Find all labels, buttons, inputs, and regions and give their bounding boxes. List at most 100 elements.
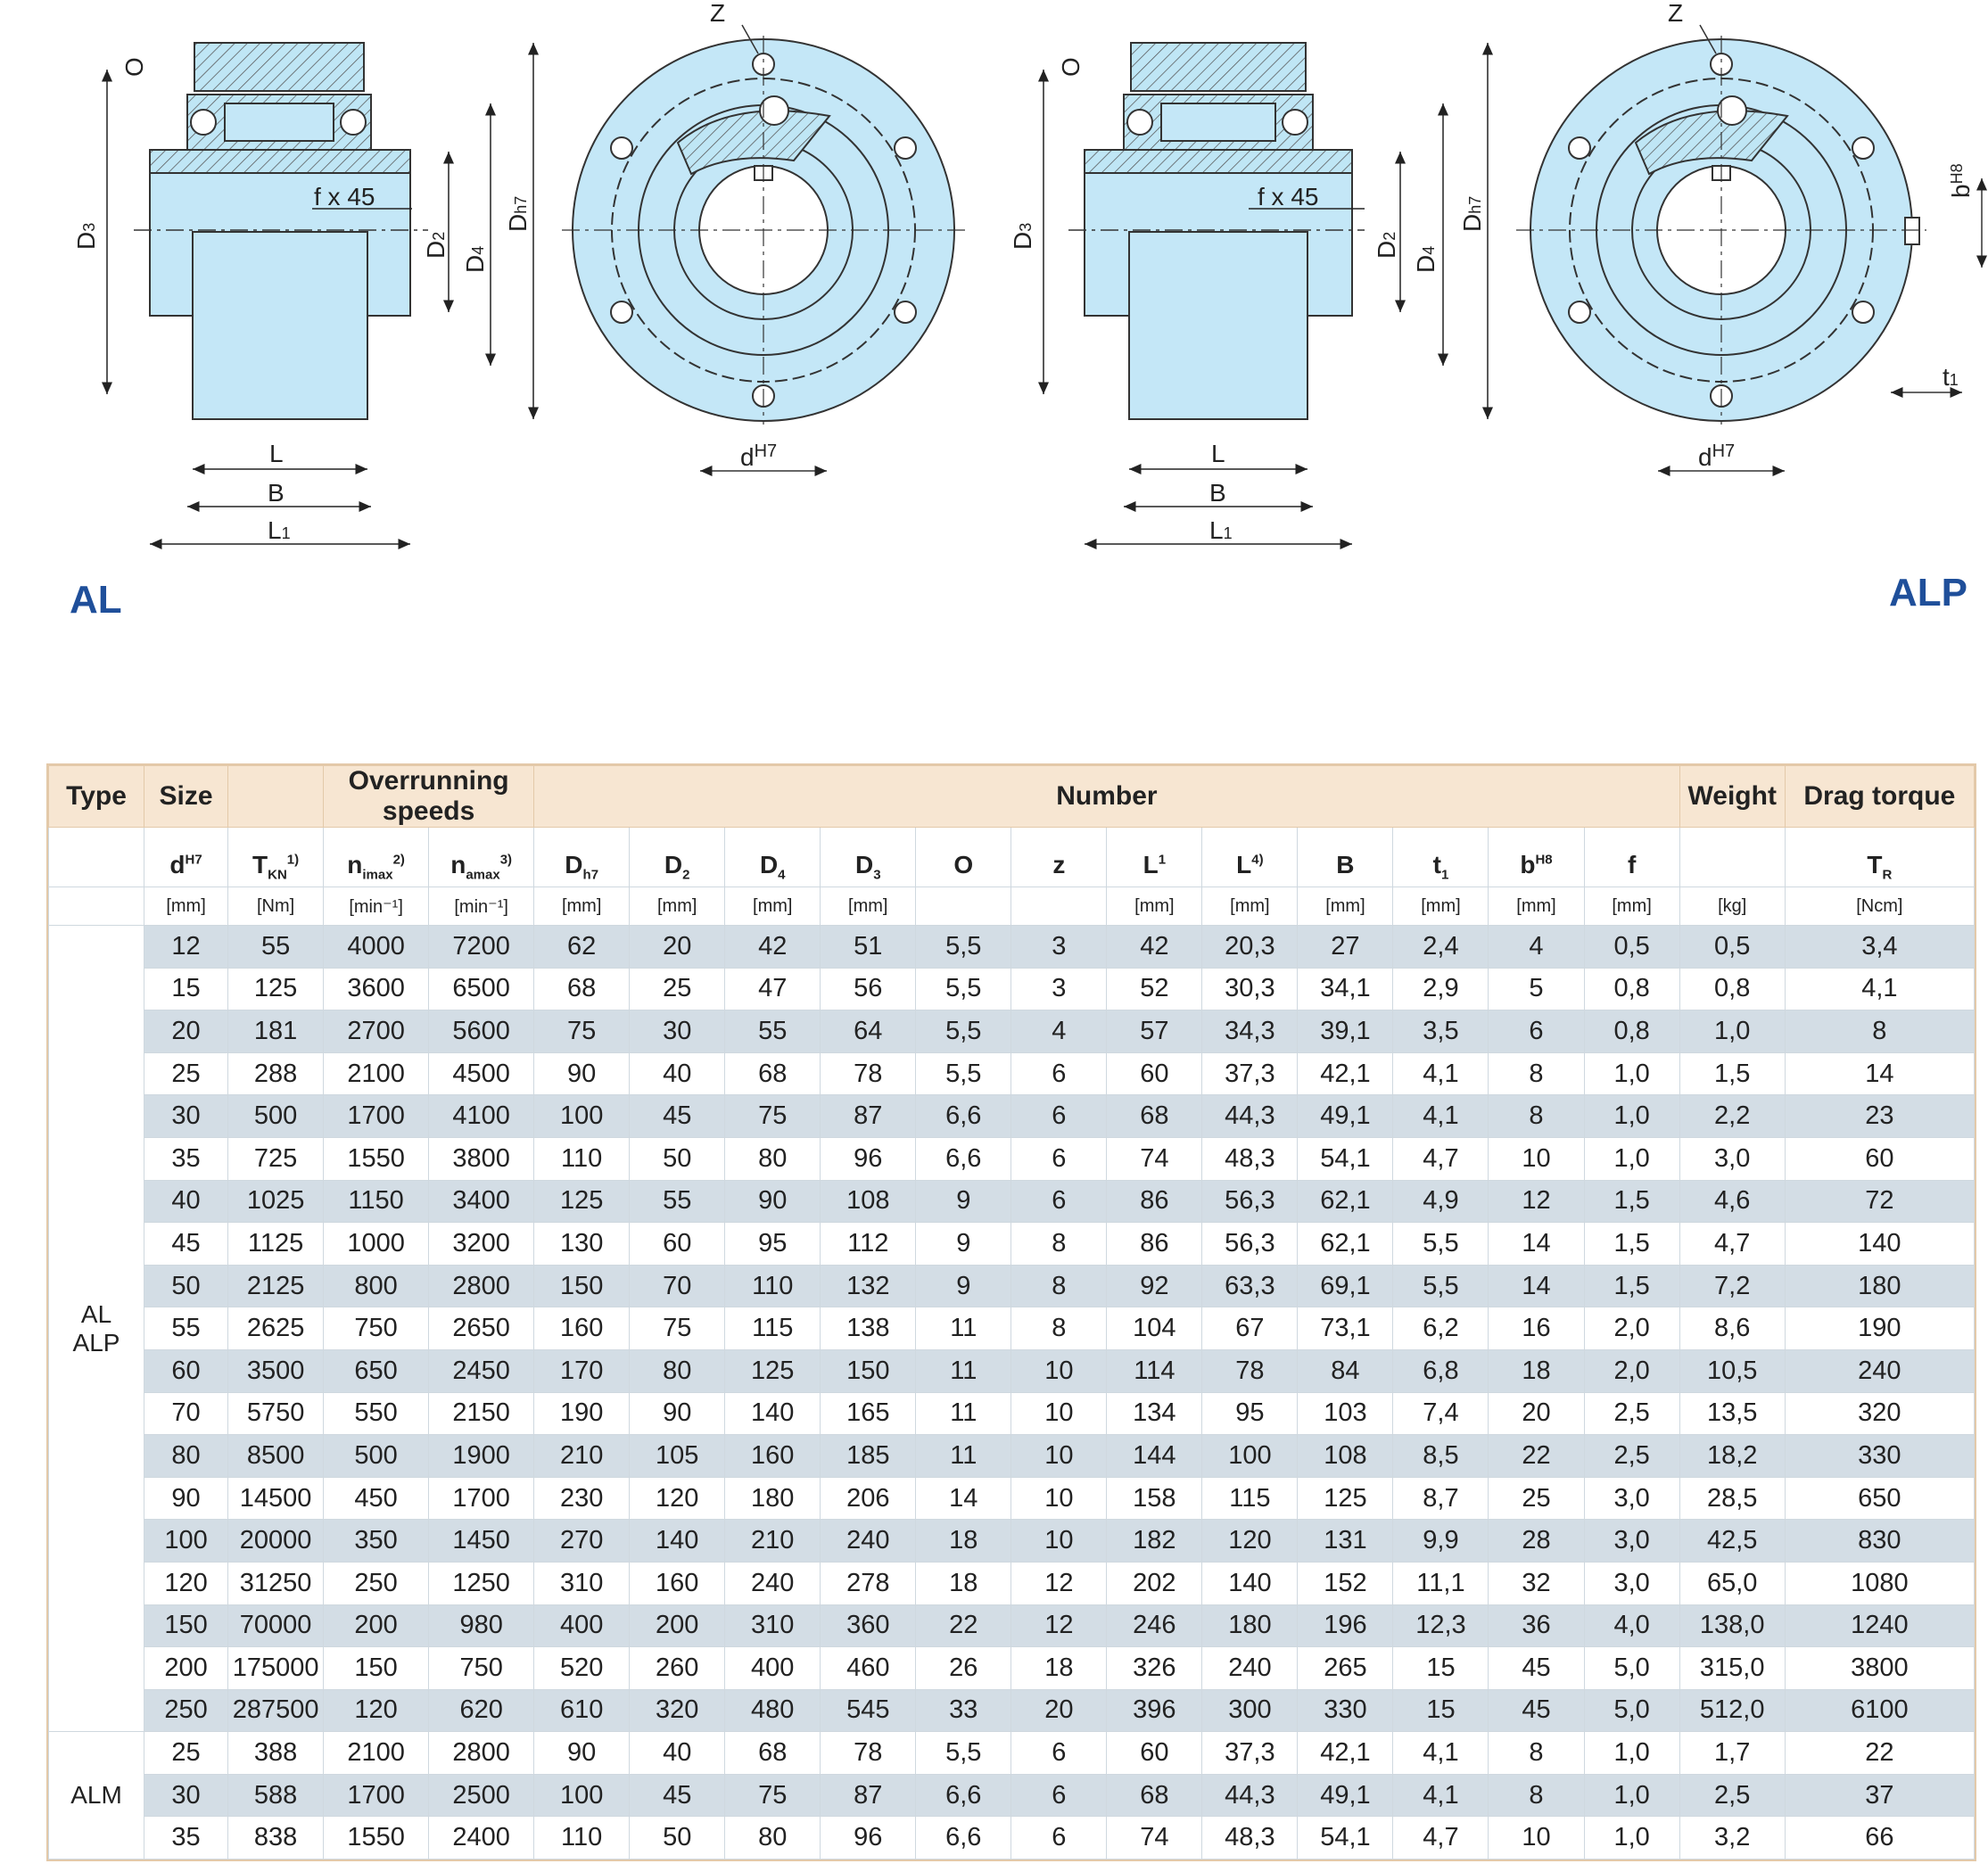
table-cell: 125 xyxy=(1297,1476,1394,1521)
table-cell: 86 xyxy=(1106,1179,1203,1224)
svg-text:D2: D2 xyxy=(422,232,450,259)
table-cell: 160 xyxy=(629,1561,726,1605)
table-cell: 8 xyxy=(1488,1094,1585,1138)
table-cell: 310 xyxy=(724,1604,821,1648)
table-cell: 42 xyxy=(724,925,821,969)
table-cell: 2150 xyxy=(428,1391,535,1436)
table-cell: 150 xyxy=(533,1264,631,1308)
specification-table: Type Size Overrunning speeds Number Weig… xyxy=(46,763,1976,1862)
table-cell: 62,1 xyxy=(1297,1179,1394,1224)
table-cell: 158 xyxy=(1106,1476,1203,1521)
table-cell: 25 xyxy=(1488,1476,1585,1521)
table-cell: 200 xyxy=(323,1604,430,1648)
table-cell: 45 xyxy=(1488,1646,1585,1690)
table-cell: 196 xyxy=(1297,1604,1394,1648)
table-cell: 8 xyxy=(1010,1307,1108,1350)
table-cell: 4,0 xyxy=(1583,1604,1680,1648)
table-cell: 2125 xyxy=(227,1264,325,1308)
table-cell: 90 xyxy=(144,1476,229,1521)
table-cell: 55 xyxy=(724,1010,821,1053)
table-cell: 5,5 xyxy=(915,1731,1012,1775)
table-cell: 1025 xyxy=(227,1179,325,1224)
table-cell: 56,3 xyxy=(1201,1179,1299,1224)
table-cell: 131 xyxy=(1297,1519,1394,1563)
table-cell: 100 xyxy=(144,1519,229,1563)
table-cell: 22 xyxy=(1784,1731,1976,1775)
table-cell: 8 xyxy=(1010,1264,1108,1308)
table-cell: 6 xyxy=(1010,1773,1108,1818)
table-cell: 62,1 xyxy=(1297,1222,1394,1266)
table-cell: 9 xyxy=(915,1264,1012,1308)
column-unit: [min⁻¹] xyxy=(428,887,535,926)
table-cell: 31250 xyxy=(227,1561,325,1605)
table-cell: 35 xyxy=(144,1136,229,1181)
table-cell: 6 xyxy=(1010,1051,1108,1096)
table-cell: 42,1 xyxy=(1297,1051,1394,1096)
table-cell: 5,5 xyxy=(915,925,1012,969)
table-cell: 44,3 xyxy=(1201,1773,1299,1818)
table-cell: 4,1 xyxy=(1392,1773,1489,1818)
table-cell: 54,1 xyxy=(1297,1136,1394,1181)
table-cell: 134 xyxy=(1106,1391,1203,1436)
table-cell: 2100 xyxy=(323,1731,430,1775)
table-cell: 63,3 xyxy=(1201,1264,1299,1308)
column-unit: [mm] xyxy=(629,887,726,926)
table-cell: 28 xyxy=(1488,1519,1585,1563)
table-cell: 500 xyxy=(227,1094,325,1138)
table-cell: 52 xyxy=(1106,967,1203,1011)
table-cell: 10 xyxy=(1488,1136,1585,1181)
table-cell: 39,1 xyxy=(1297,1010,1394,1053)
table-cell: 75 xyxy=(533,1010,631,1053)
table-cell: 2650 xyxy=(428,1307,535,1350)
column-unit: [mm] xyxy=(724,887,821,926)
table-cell: 37,3 xyxy=(1201,1051,1299,1096)
table-cell: 70 xyxy=(629,1264,726,1308)
table-cell: 138 xyxy=(820,1307,917,1350)
table-cell: 190 xyxy=(1784,1307,1976,1350)
column-unit: [mm] xyxy=(144,887,229,926)
table-cell: 15 xyxy=(144,967,229,1011)
table-cell: 240 xyxy=(1201,1646,1299,1690)
table-cell: 8 xyxy=(1488,1773,1585,1818)
table-cell: 2800 xyxy=(428,1264,535,1308)
table-cell: 11,1 xyxy=(1392,1561,1489,1605)
table-cell: 175000 xyxy=(227,1646,325,1690)
table-cell: 165 xyxy=(820,1391,917,1436)
table-cell: 80 xyxy=(724,1816,821,1860)
table-cell: 78 xyxy=(1201,1348,1299,1393)
table-cell: 3500 xyxy=(227,1348,325,1393)
table-cell: 40 xyxy=(629,1051,726,1096)
table-cell: 2800 xyxy=(428,1731,535,1775)
table-cell: 160 xyxy=(533,1307,631,1350)
table-cell: 30,3 xyxy=(1201,967,1299,1011)
table-cell: 0,5 xyxy=(1679,925,1786,969)
table-cell: 1,0 xyxy=(1583,1816,1680,1860)
table-cell: 1,5 xyxy=(1583,1179,1680,1224)
table-cell: 2625 xyxy=(227,1307,325,1350)
table-cell: 96 xyxy=(820,1816,917,1860)
table-cell: 95 xyxy=(1201,1391,1299,1436)
table-cell: 8,7 xyxy=(1392,1476,1489,1521)
table-cell: 320 xyxy=(1784,1391,1976,1436)
table-cell: 10 xyxy=(1488,1816,1585,1860)
table-cell: 480 xyxy=(724,1688,821,1733)
table-cell: 8,5 xyxy=(1392,1434,1489,1478)
table-cell: 90 xyxy=(533,1731,631,1775)
table-cell: 3,5 xyxy=(1392,1010,1489,1053)
table-cell: 1700 xyxy=(428,1476,535,1521)
table-cell: 66 xyxy=(1784,1816,1976,1860)
column-symbol xyxy=(1679,827,1786,887)
table-cell: 78 xyxy=(820,1731,917,1775)
table-cell: 4,9 xyxy=(1392,1179,1489,1224)
table-cell: 84 xyxy=(1297,1348,1394,1393)
table-cell: 140 xyxy=(1784,1222,1976,1266)
table-cell: 6,2 xyxy=(1392,1307,1489,1350)
table-cell: 5750 xyxy=(227,1391,325,1436)
table-cell: 72 xyxy=(1784,1179,1976,1224)
